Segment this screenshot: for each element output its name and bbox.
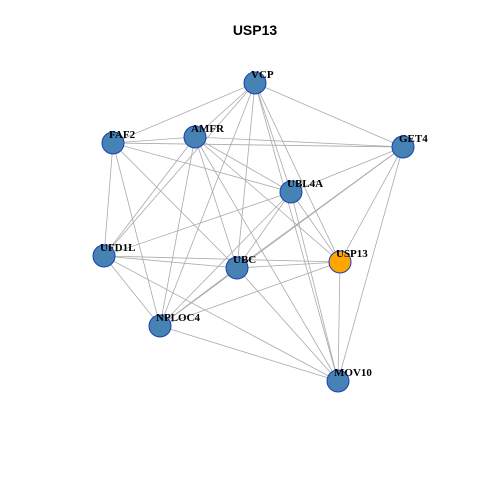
edge-ufd1l-mov10 xyxy=(103,255,339,382)
node-vcp: VCP xyxy=(243,69,274,95)
edge-faf2-ubl4a xyxy=(112,142,292,193)
edge-vcp-nploc4 xyxy=(159,82,256,327)
edge-amfr-mov10 xyxy=(194,136,339,382)
edge-ufd1l-usp13 xyxy=(103,255,341,263)
node-label-ufd1l: UFD1L xyxy=(100,242,135,254)
edge-ubl4a-mov10 xyxy=(290,191,339,382)
node-circle-nploc4 xyxy=(148,314,172,338)
edge-ufd1l-nploc4 xyxy=(103,255,161,327)
node-circle-mov10 xyxy=(326,369,350,393)
node-circle-faf2 xyxy=(101,131,125,155)
edge-get4-usp13 xyxy=(339,146,404,263)
node-usp13: USP13 xyxy=(328,248,368,274)
edge-faf2-get4 xyxy=(112,142,404,148)
edge-vcp-ubc xyxy=(236,82,256,269)
node-circle-vcp xyxy=(243,71,267,95)
node-label-nploc4: NPLOC4 xyxy=(156,312,201,324)
edge-faf2-ubc xyxy=(112,142,238,269)
edge-ubl4a-ubc xyxy=(236,191,292,269)
edge-faf2-nploc4 xyxy=(112,142,161,327)
edge-vcp-ufd1l xyxy=(103,82,256,257)
edge-vcp-ubl4a xyxy=(254,82,292,193)
edge-usp13-nploc4 xyxy=(159,261,341,327)
edge-amfr-get4 xyxy=(194,136,404,148)
edge-vcp-get4 xyxy=(254,82,404,148)
edge-amfr-ufd1l xyxy=(103,136,196,257)
node-label-ubl4a: UBL4A xyxy=(287,178,323,190)
node-ubc: UBC xyxy=(225,254,256,280)
node-get4: GET4 xyxy=(391,133,428,159)
edge-ubc-usp13 xyxy=(236,261,341,269)
node-label-usp13: USP13 xyxy=(336,248,368,260)
node-label-vcp: VCP xyxy=(251,69,274,81)
edge-amfr-ubc xyxy=(194,136,238,269)
edge-vcp-mov10 xyxy=(254,82,339,382)
node-nploc4: NPLOC4 xyxy=(148,312,201,338)
edge-nploc4-mov10 xyxy=(159,325,339,382)
edge-ubc-mov10 xyxy=(236,267,339,382)
node-label-amfr: AMFR xyxy=(191,123,225,135)
node-circle-ubc xyxy=(225,256,249,280)
node-circle-ubl4a xyxy=(279,180,303,204)
edge-layer xyxy=(103,82,404,382)
node-label-get4: GET4 xyxy=(399,133,428,145)
node-label-ubc: UBC xyxy=(233,254,256,266)
node-amfr: AMFR xyxy=(183,123,225,149)
edge-usp13-mov10 xyxy=(337,261,341,382)
edge-get4-nploc4 xyxy=(159,146,404,327)
edge-vcp-amfr xyxy=(194,82,256,138)
node-circle-amfr xyxy=(183,125,207,149)
node-faf2: FAF2 xyxy=(101,129,136,155)
edge-ubc-nploc4 xyxy=(159,267,238,327)
node-ubl4a: UBL4A xyxy=(279,178,323,204)
edge-vcp-faf2 xyxy=(112,82,256,144)
edge-faf2-amfr xyxy=(112,136,196,144)
node-mov10: MOV10 xyxy=(326,367,372,393)
edge-get4-mov10 xyxy=(337,146,404,382)
edge-faf2-ufd1l xyxy=(103,142,114,257)
node-label-faf2: FAF2 xyxy=(109,129,136,141)
edge-vcp-usp13 xyxy=(254,82,341,263)
node-label-mov10: MOV10 xyxy=(334,367,372,379)
edge-get4-ubl4a xyxy=(290,146,404,193)
node-circle-ufd1l xyxy=(92,244,116,268)
edge-ubl4a-usp13 xyxy=(290,191,341,263)
node-ufd1l: UFD1L xyxy=(92,242,135,268)
edge-amfr-nploc4 xyxy=(159,136,196,327)
edge-ubl4a-ufd1l xyxy=(103,191,292,257)
graph-title: USP13 xyxy=(233,22,278,38)
edge-ufd1l-ubc xyxy=(103,255,238,269)
edge-amfr-usp13 xyxy=(194,136,341,263)
edge-amfr-ubl4a xyxy=(194,136,292,193)
node-circle-get4 xyxy=(391,135,415,159)
node-circle-usp13 xyxy=(328,250,352,274)
